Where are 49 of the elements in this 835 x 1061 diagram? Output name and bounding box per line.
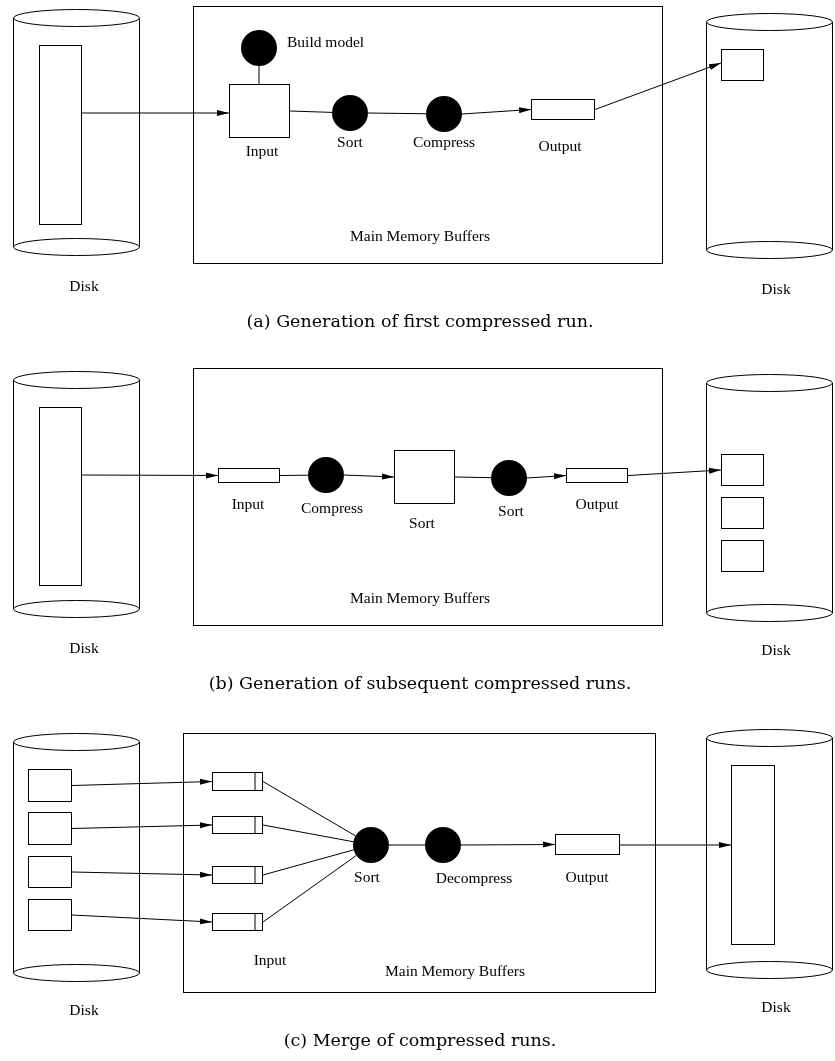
panel-title: Main Memory Buffers xyxy=(384,963,526,979)
figure-caption: (c) Merge of compressed runs. xyxy=(283,1032,557,1050)
node-label: Sort xyxy=(409,515,435,531)
connector-line xyxy=(279,474,309,476)
disk-label: Disk xyxy=(69,640,99,656)
node-label: Sort xyxy=(337,134,363,150)
figure-caption: (a) Generation of first compressed run. xyxy=(246,313,594,331)
node-label: Output xyxy=(565,869,609,885)
arrow xyxy=(619,842,732,848)
disk-label: Disk xyxy=(761,999,791,1015)
arrow xyxy=(594,62,722,110)
disk-label: Disk xyxy=(761,642,791,658)
node-label: Input xyxy=(231,496,265,512)
panel-title: Main Memory Buffers xyxy=(349,590,491,606)
node-label: Output xyxy=(575,496,619,512)
arrow xyxy=(526,473,567,480)
connector-line xyxy=(258,65,260,85)
arrow xyxy=(460,841,556,848)
disk-label: Disk xyxy=(761,281,791,297)
connector-line xyxy=(388,844,426,846)
node-label: Build model xyxy=(287,34,365,50)
arrow xyxy=(71,822,213,829)
connector-line xyxy=(262,854,357,923)
disk-label: Disk xyxy=(69,278,99,294)
connector-line xyxy=(454,476,492,479)
connector-line xyxy=(262,824,354,843)
group-label: Input xyxy=(253,952,287,968)
node-label: Sort xyxy=(498,503,524,519)
arrow xyxy=(71,871,213,878)
node-label: Sort xyxy=(354,869,380,885)
arrow xyxy=(71,778,213,786)
connector-line xyxy=(289,110,333,113)
node-label: Decompress xyxy=(435,870,513,886)
arrow xyxy=(627,467,722,476)
connector-line xyxy=(262,781,356,837)
arrow xyxy=(81,472,219,479)
arrow xyxy=(71,914,213,925)
figure-caption: (b) Generation of subsequent compressed runs. xyxy=(208,675,632,693)
connector-line xyxy=(367,112,427,115)
node-label: Input xyxy=(245,143,279,159)
node-label: Compress xyxy=(413,134,475,150)
node-label: Output xyxy=(538,138,582,154)
arrow xyxy=(343,473,395,480)
connector-line xyxy=(262,849,355,876)
disk-label: Disk xyxy=(69,1002,99,1018)
arrow xyxy=(461,107,532,115)
arrow xyxy=(81,110,230,116)
node-label: Compress xyxy=(301,500,363,516)
panel-title: Main Memory Buffers xyxy=(349,228,491,244)
